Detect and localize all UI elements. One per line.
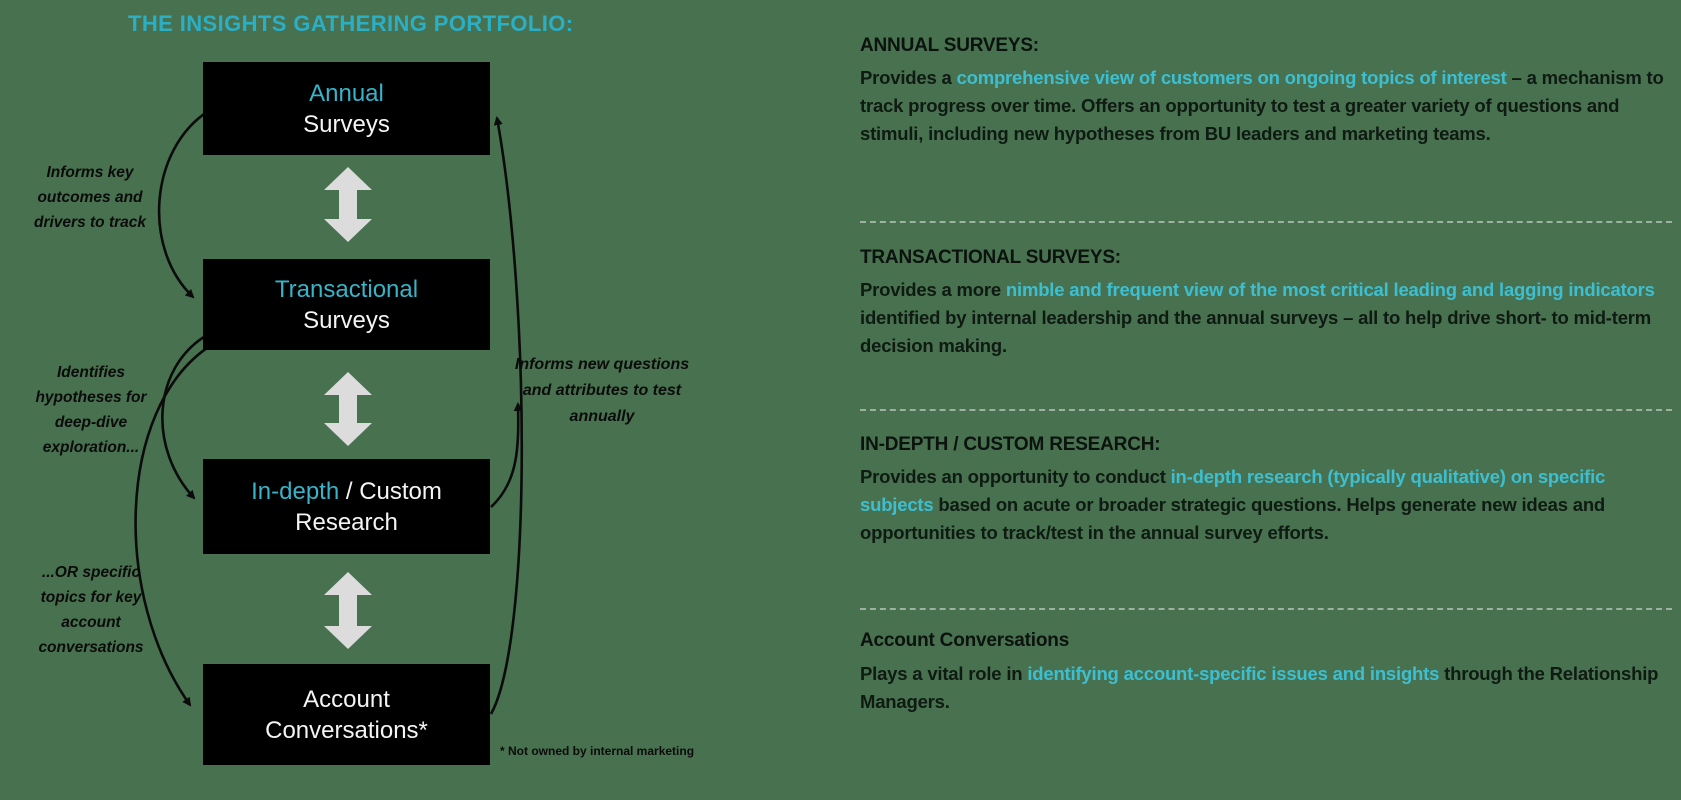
edge-label-informs-key-outcomes: Informs key outcomes and drivers to trac… (34, 164, 146, 231)
highlight-text: in-depth research (typically qualitative… (860, 466, 1606, 515)
flow-box-account-conversations: Account Conversations* (203, 664, 490, 765)
arrow-transactional-to-indepth (161, 333, 208, 500)
flow-box-indepth-custom-research: In-depth / Custom Research (203, 459, 490, 554)
bidirectional-arrow-transactional-indepth (324, 372, 372, 446)
dashed-divider (860, 608, 1672, 610)
arrow-indepth-to-annual-short (490, 402, 523, 508)
section-paragraph-indepth-custom-research: Provides an opportunity to conduct in-de… (860, 466, 1606, 543)
arrow-account-to-annual (489, 116, 524, 715)
bidirectional-arrow-group (324, 167, 372, 649)
flow-box-line2: Research (295, 508, 398, 536)
edge-label-identifies-hypotheses: Identifies hypotheses for deep-dive expl… (35, 364, 147, 456)
highlight-text: nimble and frequent view of the most cri… (1005, 279, 1655, 300)
page-title: THE INSIGHTS GATHERING PORTFOLIO: (128, 11, 574, 36)
flow-box-transactional-surveys: Transactional Surveys (203, 259, 490, 350)
section-paragraph-account-conversations: Plays a vital role in identifying accoun… (860, 663, 1659, 712)
flow-box-line2: Surveys (303, 306, 390, 334)
arrow-annual-to-transactional (157, 110, 208, 299)
flow-box-line2: Surveys (303, 110, 390, 138)
description-column: ANNUAL SURVEYS: Provides a comprehensive… (860, 0, 1672, 800)
flow-box-line1: In-depth / Custom (251, 477, 442, 505)
flow-box-line1: Annual (309, 79, 384, 107)
highlight-text: identifying account-specific issues and … (1027, 663, 1440, 684)
section-paragraph-transactional-surveys: Provides a more nimble and frequent view… (860, 279, 1655, 356)
flow-box-line1: Transactional (274, 275, 419, 303)
edge-label-informs-new-questions: Informs new questions and attributes to … (514, 356, 690, 425)
section-heading-indepth-custom-research: IN-DEPTH / CUSTOM RESEARCH: (860, 434, 1161, 455)
edge-label-specific-topics: ...OR specific topics for key account co… (38, 564, 144, 656)
dashed-divider (860, 221, 1672, 223)
section-heading-transactional-surveys: TRANSACTIONAL SURVEYS: (860, 247, 1121, 268)
connector-arrows-layer (134, 110, 524, 715)
flow-box-line1: Account (303, 685, 390, 713)
flow-box-annual-surveys: Annual Surveys (203, 62, 490, 155)
section-paragraph-annual-surveys: Provides a comprehensive view of custome… (860, 67, 1664, 144)
highlight-text: comprehensive view of customers on ongoi… (956, 67, 1507, 88)
bidirectional-arrow-indepth-account (324, 572, 372, 649)
section-heading-account-conversations: Account Conversations (860, 630, 1070, 651)
arrow-transactional-to-account (134, 346, 208, 707)
dashed-divider (860, 409, 1672, 411)
footnote-not-owned: * Not owned by internal marketing (500, 744, 695, 758)
section-heading-annual-surveys: ANNUAL SURVEYS: (860, 35, 1039, 56)
flow-box-line2: Conversations* (265, 716, 428, 744)
bidirectional-arrow-annual-transactional (324, 167, 372, 242)
